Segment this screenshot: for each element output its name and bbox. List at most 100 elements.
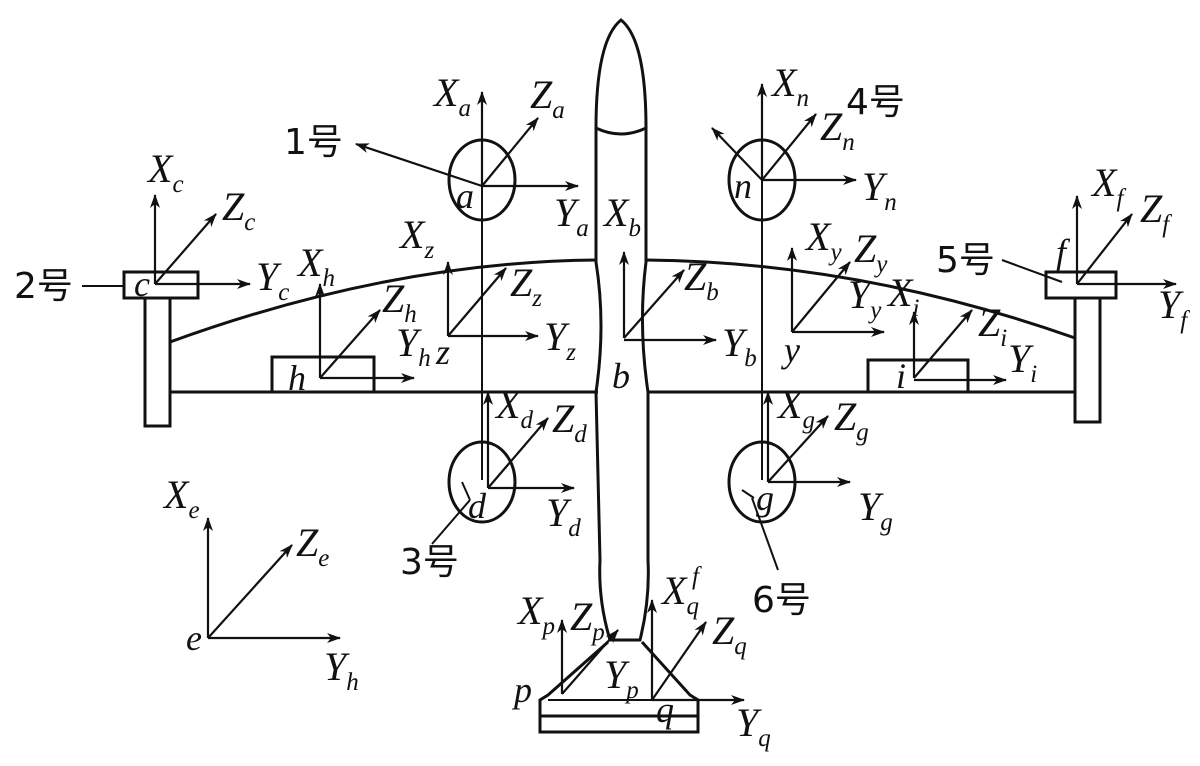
point-d: d [468,486,487,526]
svg-text:Xi: Xi [886,270,919,322]
svg-text:Zb: Zb [684,254,719,306]
point-b: b [612,356,630,396]
svg-text:Yy: Yy [848,272,882,324]
svg-text:Zg: Zg [834,394,869,446]
rotor-1-leader [355,142,483,188]
svg-text:Zd: Zd [552,396,587,448]
axis-labels-b: Xb Zb Yb [602,190,757,372]
svg-text:Za: Za [530,72,565,124]
svg-text:Yz: Yz [544,314,576,366]
svg-text:Xa: Xa [432,70,471,122]
rotor-6-leader [751,497,779,571]
axis-labels-n: Xn Zn Yn [770,60,897,216]
rotor-6-text: 6号 [752,580,811,621]
point-p: p [511,670,532,710]
rotor-3-leader [431,499,471,545]
axis-zq [651,621,707,701]
axis-zd [487,417,549,489]
svg-text:Yq: Yq [736,700,771,752]
point-q: q [656,690,674,730]
rotor-1-text: 1号 [284,122,343,163]
svg-text:Zp: Zp [570,594,605,646]
svg-text:Zy: Zy [854,226,888,278]
svg-text:Xd: Xd [494,382,533,434]
axis-labels-f: Xf Zf Yf [1090,160,1190,334]
axis-zf [1076,213,1133,285]
wing-leading-edge [169,258,597,344]
axes [82,83,1177,705]
axis-zh [319,309,381,379]
axis-labels-z: Xz Zz Yz [398,212,576,366]
rotor-4-text: 4号 [846,82,905,123]
svg-text:Yp: Yp [604,652,639,704]
svg-text:Zh: Zh [382,276,417,328]
rotor-2-text: 2号 [14,266,73,307]
svg-text:Xq: Xq [660,568,699,620]
axis-labels-g: Xg Zg Yg [776,382,893,536]
axis-zb [623,269,685,339]
axis-labels-i: Xi Zi Yi [886,270,1037,388]
point-z: z [435,332,450,372]
axis-zc [154,213,217,285]
axis-zn [761,113,817,181]
axis-zy [791,261,851,333]
airframe [122,18,1118,734]
svg-text:Xp: Xp [516,588,555,640]
rotor-5-text: 5号 [936,240,995,281]
svg-text:Yh: Yh [324,644,359,696]
axis-labels-h: Xh Zh Yh [296,240,431,372]
svg-text:Xe: Xe [162,472,200,524]
svg-text:Xg: Xg [776,382,815,434]
module-i [866,358,970,394]
svg-text:Xy: Xy [804,214,842,266]
axis-labels-y: Xy Zy Yy [804,214,888,324]
right-wingtip-pylon [1073,296,1102,424]
axis-zg [767,415,829,483]
svg-text:Yh: Yh [396,320,431,372]
axis-labels-d: Xd Zd Yd [494,382,587,542]
axis-labels-p: Xp Zp Yp [516,588,639,704]
axis-zz [447,267,507,337]
point-y: y [781,330,800,370]
svg-text:Yc: Yc [256,254,289,306]
axis-zp [561,629,619,695]
svg-text:Yg: Yg [858,484,893,536]
svg-text:Xz: Xz [398,212,434,264]
wing-leading-edge-right [645,258,1076,340]
svg-text:Xf: Xf [1090,160,1126,212]
tail-plate [538,714,700,734]
rotor-6-tick [741,489,755,499]
axis-labels-c: Xc Zc Yc [146,146,289,306]
rotor-3-text: 3号 [400,542,459,583]
svg-text:Zq: Zq [712,608,747,660]
svg-text:Yb: Yb [722,320,757,372]
svg-text:Xn: Xn [770,60,809,112]
svg-text:Zi: Zi [978,300,1007,352]
point-f-tail: f [692,563,702,590]
axis-labels-q: Xq Zq Yq [660,568,771,752]
svg-text:Ze: Ze [296,520,329,572]
svg-text:Yd: Yd [546,490,581,542]
axis-ze [207,544,293,639]
point-c: c [134,264,150,304]
left-wingtip-pylon [143,296,172,428]
svg-text:Xb: Xb [602,190,641,242]
svg-text:Zn: Zn [820,104,855,156]
point-a: a [456,176,474,216]
point-h: h [288,358,306,398]
rotor-3-tick [461,481,471,501]
svg-text:Xc: Xc [146,146,184,198]
svg-text:Zf: Zf [1140,186,1172,238]
svg-text:Yi: Yi [1008,336,1037,388]
svg-text:Zz: Zz [510,260,542,312]
point-g: g [756,478,774,518]
rotor-5-leader [1001,259,1063,283]
nose-cone [594,18,648,136]
labels: 1号 2号 3号 4号 5号 6号 a n c f h z b y i d g … [14,60,1190,752]
svg-text:Xh: Xh [296,240,335,292]
point-e: e [186,618,202,658]
point-i: i [896,356,906,396]
axis-zi [913,309,973,379]
svg-text:Ya: Ya [554,190,589,242]
